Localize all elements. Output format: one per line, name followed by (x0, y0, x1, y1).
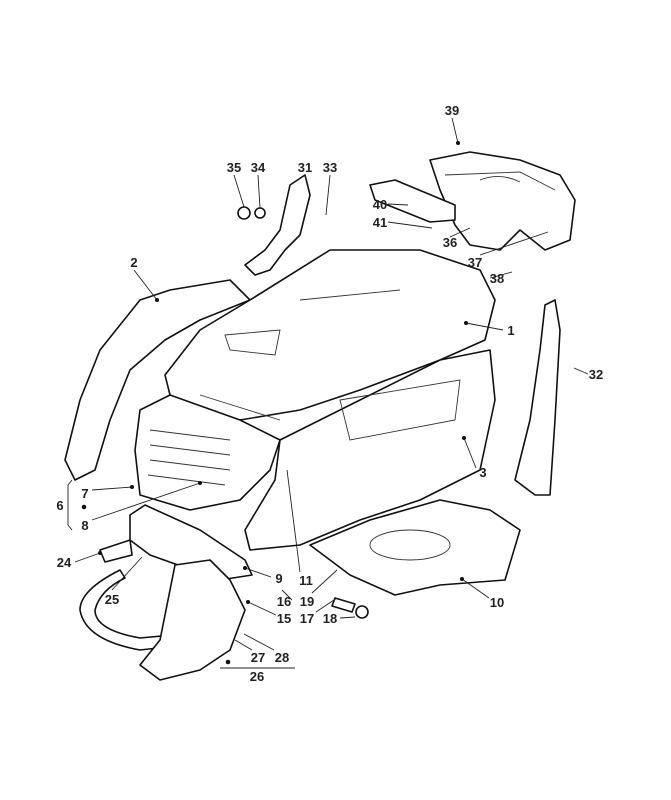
callout-10: 10 (490, 595, 504, 610)
callout-1: 1 (507, 323, 514, 338)
callout-38: 38 (490, 271, 504, 286)
rear-cover-part (369, 151, 576, 251)
knob-part (254, 207, 266, 219)
callout-18: 18 (323, 611, 337, 626)
callout-15: 15 (277, 611, 291, 626)
callout-40: 40 (373, 197, 387, 212)
callout-34: 34 (251, 160, 266, 175)
callout-35: 35 (227, 160, 241, 175)
callout-25: 25 (105, 592, 119, 607)
callout-7: 7 (81, 486, 88, 501)
callout-33: 33 (323, 160, 337, 175)
leader-lines (67, 117, 589, 669)
callout-8: 8 (81, 518, 88, 533)
side-panel-part (244, 349, 496, 551)
mount-plate-part (139, 559, 246, 681)
floor-pan-part (309, 499, 521, 596)
callout-17: 17 (300, 611, 314, 626)
front-bumper-part (129, 504, 253, 581)
callout-3: 3 (479, 465, 486, 480)
callout-31: 31 (298, 160, 312, 175)
callout-6: 6 (56, 498, 63, 513)
callout-36: 36 (443, 235, 457, 250)
callout-11: 11 (299, 573, 313, 588)
callout-32: 32 (589, 367, 603, 382)
callout-9: 9 (275, 571, 282, 586)
side-frame-part (64, 279, 251, 481)
callout-41: 41 (373, 215, 387, 230)
bracket-part (244, 174, 311, 276)
callout-27: 27 (251, 650, 265, 665)
callout-2: 2 (130, 255, 137, 270)
callout-39: 39 (445, 103, 459, 118)
callout-37: 37 (468, 255, 482, 270)
knob-part (237, 206, 251, 220)
callout-labels: 39 35 34 31 33 40 41 36 37 38 2 1 32 3 6… (56, 103, 603, 684)
callout-28: 28 (275, 650, 289, 665)
callout-16: 16 (277, 594, 291, 609)
callout-24: 24 (57, 555, 72, 570)
side-trim-part (514, 299, 561, 496)
callout-19: 19 (300, 594, 314, 609)
callout-26: 26 (250, 669, 264, 684)
